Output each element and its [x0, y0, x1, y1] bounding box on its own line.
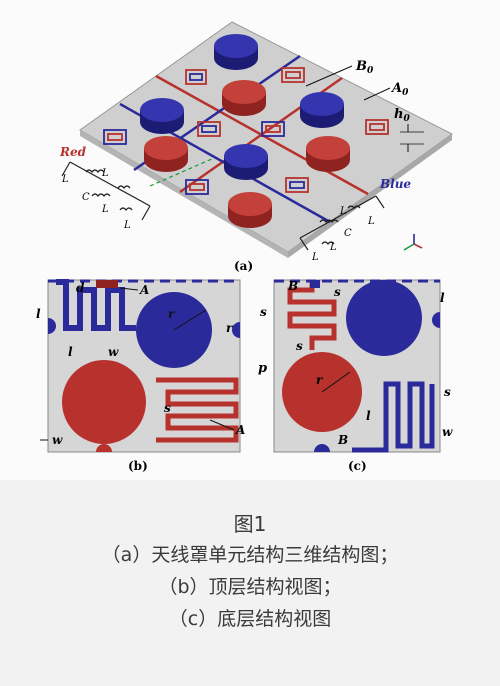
blue-cylinder-3 — [300, 92, 344, 128]
red-patch-b — [62, 360, 146, 444]
label-L1-blue: L — [339, 206, 347, 217]
label-d1: d — [76, 281, 85, 295]
label-w0: w — [52, 433, 63, 447]
label-L0pp-blue: L — [329, 242, 337, 253]
label-p: p — [258, 361, 267, 376]
label-l3: l — [440, 291, 445, 305]
label-w1-c: w — [442, 425, 453, 439]
axis-triad-icon — [403, 234, 423, 251]
caption-line-b: （b）顶层结构视图； — [158, 576, 342, 598]
panel-c-label: (c) — [348, 459, 367, 473]
label-A0-3d: A0 — [390, 81, 409, 98]
blue-patch-c — [346, 280, 422, 356]
substrate-side-right — [288, 134, 452, 258]
blue-cylinder-1 — [214, 34, 258, 70]
label-r0-b: r — [168, 307, 176, 321]
panel-c-bottom-layer: B s s s l p r s l w B (c) — [258, 279, 453, 473]
label-Lv-blue: L — [367, 216, 375, 227]
panel-a-label: (a) — [234, 259, 253, 273]
label-A1: A — [139, 283, 149, 297]
substrate-side-left — [80, 130, 288, 258]
label-B1: B — [287, 279, 298, 293]
blue-cylinder-4 — [224, 144, 268, 180]
label-B0-c: B — [337, 433, 348, 447]
label-Cs-red: C — [82, 192, 90, 203]
caption-line-a: （a）天线罩单元结构三维结构图； — [101, 544, 399, 566]
figure-svg: B0 A0 h0 Red L L C L L Blue — [36, 21, 453, 473]
label-s4: s — [334, 285, 341, 299]
panel-b-top-layer: d A l l w r r w s A (b) — [36, 279, 245, 473]
label-Lv-red: L — [123, 220, 131, 231]
label-l0: l — [36, 307, 41, 321]
label-L0pp-red: L — [101, 204, 109, 215]
label-red: Red — [59, 145, 87, 159]
figure: B0 A0 h0 Red L L C L L Blue — [36, 21, 453, 473]
caption-title: 图1 — [233, 512, 267, 536]
red-dashed-link — [149, 157, 215, 187]
blue-meander-c — [352, 381, 435, 453]
label-w1-b: w — [108, 345, 119, 359]
panel-a-3d-view: B0 A0 h0 Red L L C L L Blue — [59, 21, 453, 273]
label-B0: B0 — [355, 59, 374, 76]
label-s2: s — [296, 339, 303, 353]
label-h0: h0 — [394, 107, 410, 124]
label-A0-b: A — [235, 423, 245, 437]
blue-equivalent-circuit — [299, 195, 385, 251]
label-r0-c: r — [316, 373, 324, 387]
red-cylinder-2 — [144, 136, 188, 172]
label-l2: l — [366, 409, 371, 423]
label-s0: s — [444, 385, 451, 399]
label-L0-red: L — [61, 174, 69, 185]
label-blue: Blue — [379, 177, 411, 191]
label-L0-blue: L — [311, 252, 319, 263]
red-meander-b — [156, 377, 239, 443]
red-equivalent-circuit — [61, 161, 151, 221]
red-cylinder-1 — [222, 80, 266, 116]
label-l1-b: l — [68, 345, 73, 359]
meander-grids — [103, 67, 389, 195]
blue-meander-b — [56, 279, 136, 331]
red-meander-c — [287, 282, 337, 350]
label-r2: r — [226, 321, 234, 335]
label-s1: s — [164, 401, 171, 415]
label-L1-red: L — [101, 168, 109, 179]
caption-line-c: （c）底层结构视图 — [168, 608, 332, 630]
red-cylinder-4 — [228, 192, 272, 228]
label-s3: s — [260, 305, 267, 319]
label-Cs-blue: C — [344, 228, 352, 239]
blue-cylinder-2 — [140, 98, 184, 134]
panel-b-label: (b) — [128, 459, 148, 473]
red-cylinder-3 — [306, 136, 350, 172]
